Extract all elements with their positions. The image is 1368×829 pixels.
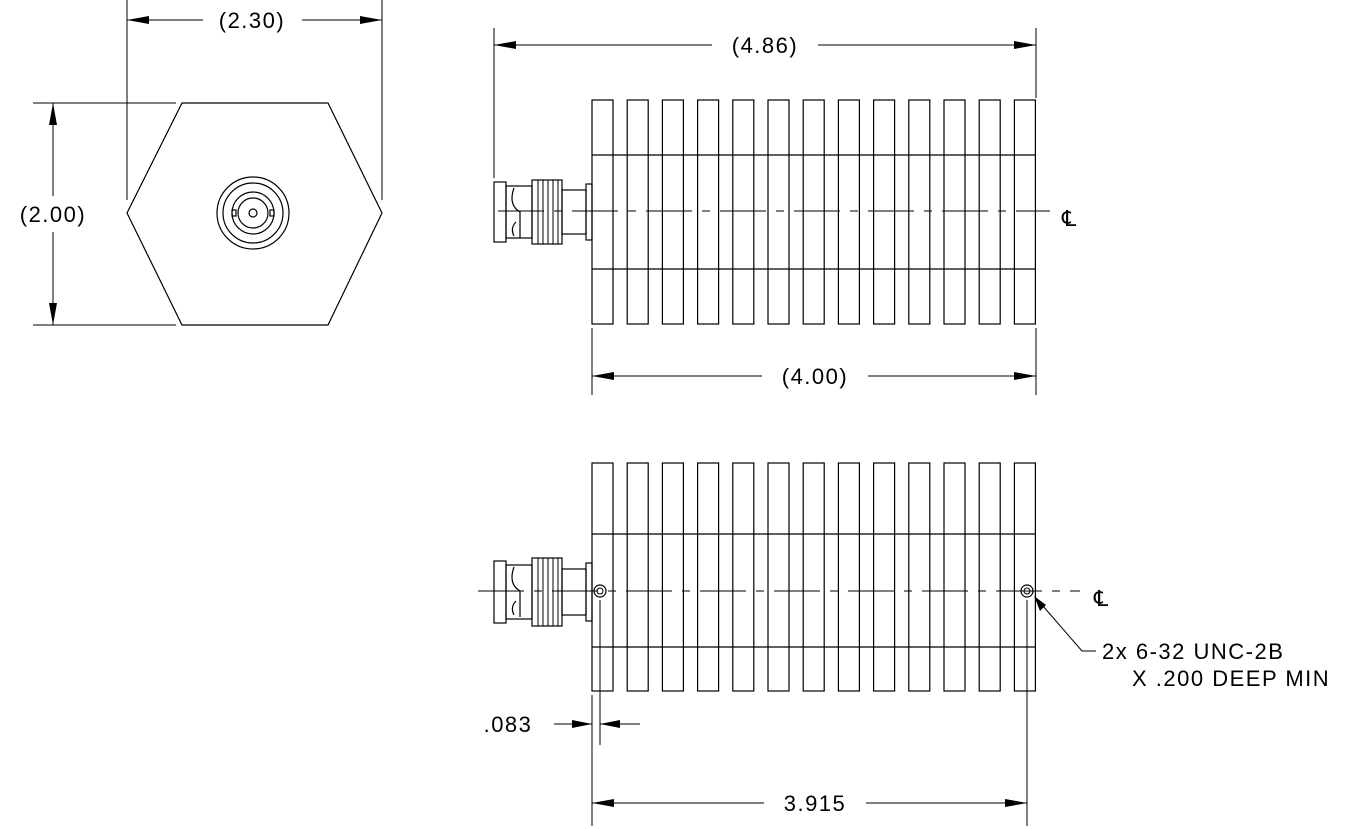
connector-face	[216, 176, 290, 250]
heatsink-fin	[732, 99, 755, 325]
heatsink-fin	[908, 99, 931, 325]
dim-hole-spacing: 3.915	[591, 600, 1028, 826]
hole-spacing-label: 3.915	[784, 791, 847, 816]
heatsink-fin	[1013, 99, 1037, 325]
dim-hex-width: (2.30)	[127, 8, 382, 33]
centerline-symbol-top: ℄	[1061, 206, 1078, 231]
bnc-connector-bottom	[493, 557, 593, 627]
heatsink-fin	[767, 99, 790, 325]
offset-label: .083	[484, 712, 533, 737]
knurl-bottom	[537, 558, 559, 626]
heatsink-fin	[978, 99, 1001, 325]
heatsink-fin	[696, 462, 720, 692]
heatsink-fin	[626, 462, 649, 692]
dim-hex-height: (2.00)	[6, 103, 102, 325]
heatsink-fin	[696, 99, 720, 325]
heatsink-fin	[802, 99, 825, 325]
centerline-symbol-bottom: ℄	[1093, 586, 1110, 611]
callout-line-2: X .200 DEEP MIN	[1132, 666, 1330, 691]
heatsink-fin	[872, 99, 896, 325]
heatsink-fin	[802, 462, 825, 692]
hex-width-label: (2.30)	[219, 8, 285, 33]
heatsink-fin	[591, 462, 614, 692]
overall-length-label: (4.86)	[732, 33, 798, 58]
heatsink-fin	[732, 462, 755, 692]
heatsink-fin	[767, 462, 790, 692]
hex-end-view: (2.30) (2.00)	[6, 0, 383, 326]
heatsink-fin	[943, 462, 966, 692]
heatsink-fin	[837, 99, 861, 325]
side-view-top: ℄ (4.86) (4.00)	[493, 28, 1078, 395]
heatsink-fin	[837, 462, 861, 692]
knurl-top	[537, 180, 559, 244]
heatsink-fin	[591, 99, 614, 325]
hex-outline	[126, 102, 383, 326]
side-view-bottom: ℄ 2x 6-32 UNC-2B X .200 DEEP MIN .083	[478, 462, 1330, 826]
thread-callout: 2x 6-32 UNC-2B X .200 DEEP MIN	[1034, 596, 1330, 691]
bnc-connector-top	[493, 179, 593, 245]
heatsink-fin	[978, 462, 1001, 692]
heatsink-fin	[1013, 462, 1037, 692]
heatsink-fin	[661, 462, 685, 692]
heatsink-fin	[943, 99, 966, 325]
heatsink-fin	[661, 99, 685, 325]
heatsink-fin	[626, 99, 649, 325]
dim-body-length: (4.00)	[591, 328, 1037, 395]
heatsink-fin	[872, 462, 896, 692]
body-length-label: (4.00)	[782, 364, 848, 389]
callout-line-1: 2x 6-32 UNC-2B	[1102, 639, 1284, 664]
tapped-hole-left	[593, 584, 607, 598]
heatsink-fins-bottom	[591, 462, 1037, 692]
dim-offset: .083	[484, 600, 640, 745]
hex-height-label: (2.00)	[20, 202, 86, 227]
heatsink-fin	[908, 462, 931, 692]
tapped-hole-right	[1020, 584, 1034, 598]
heatsink-fins-top	[591, 99, 1037, 325]
dim-overall-length: (4.86)	[493, 28, 1037, 178]
